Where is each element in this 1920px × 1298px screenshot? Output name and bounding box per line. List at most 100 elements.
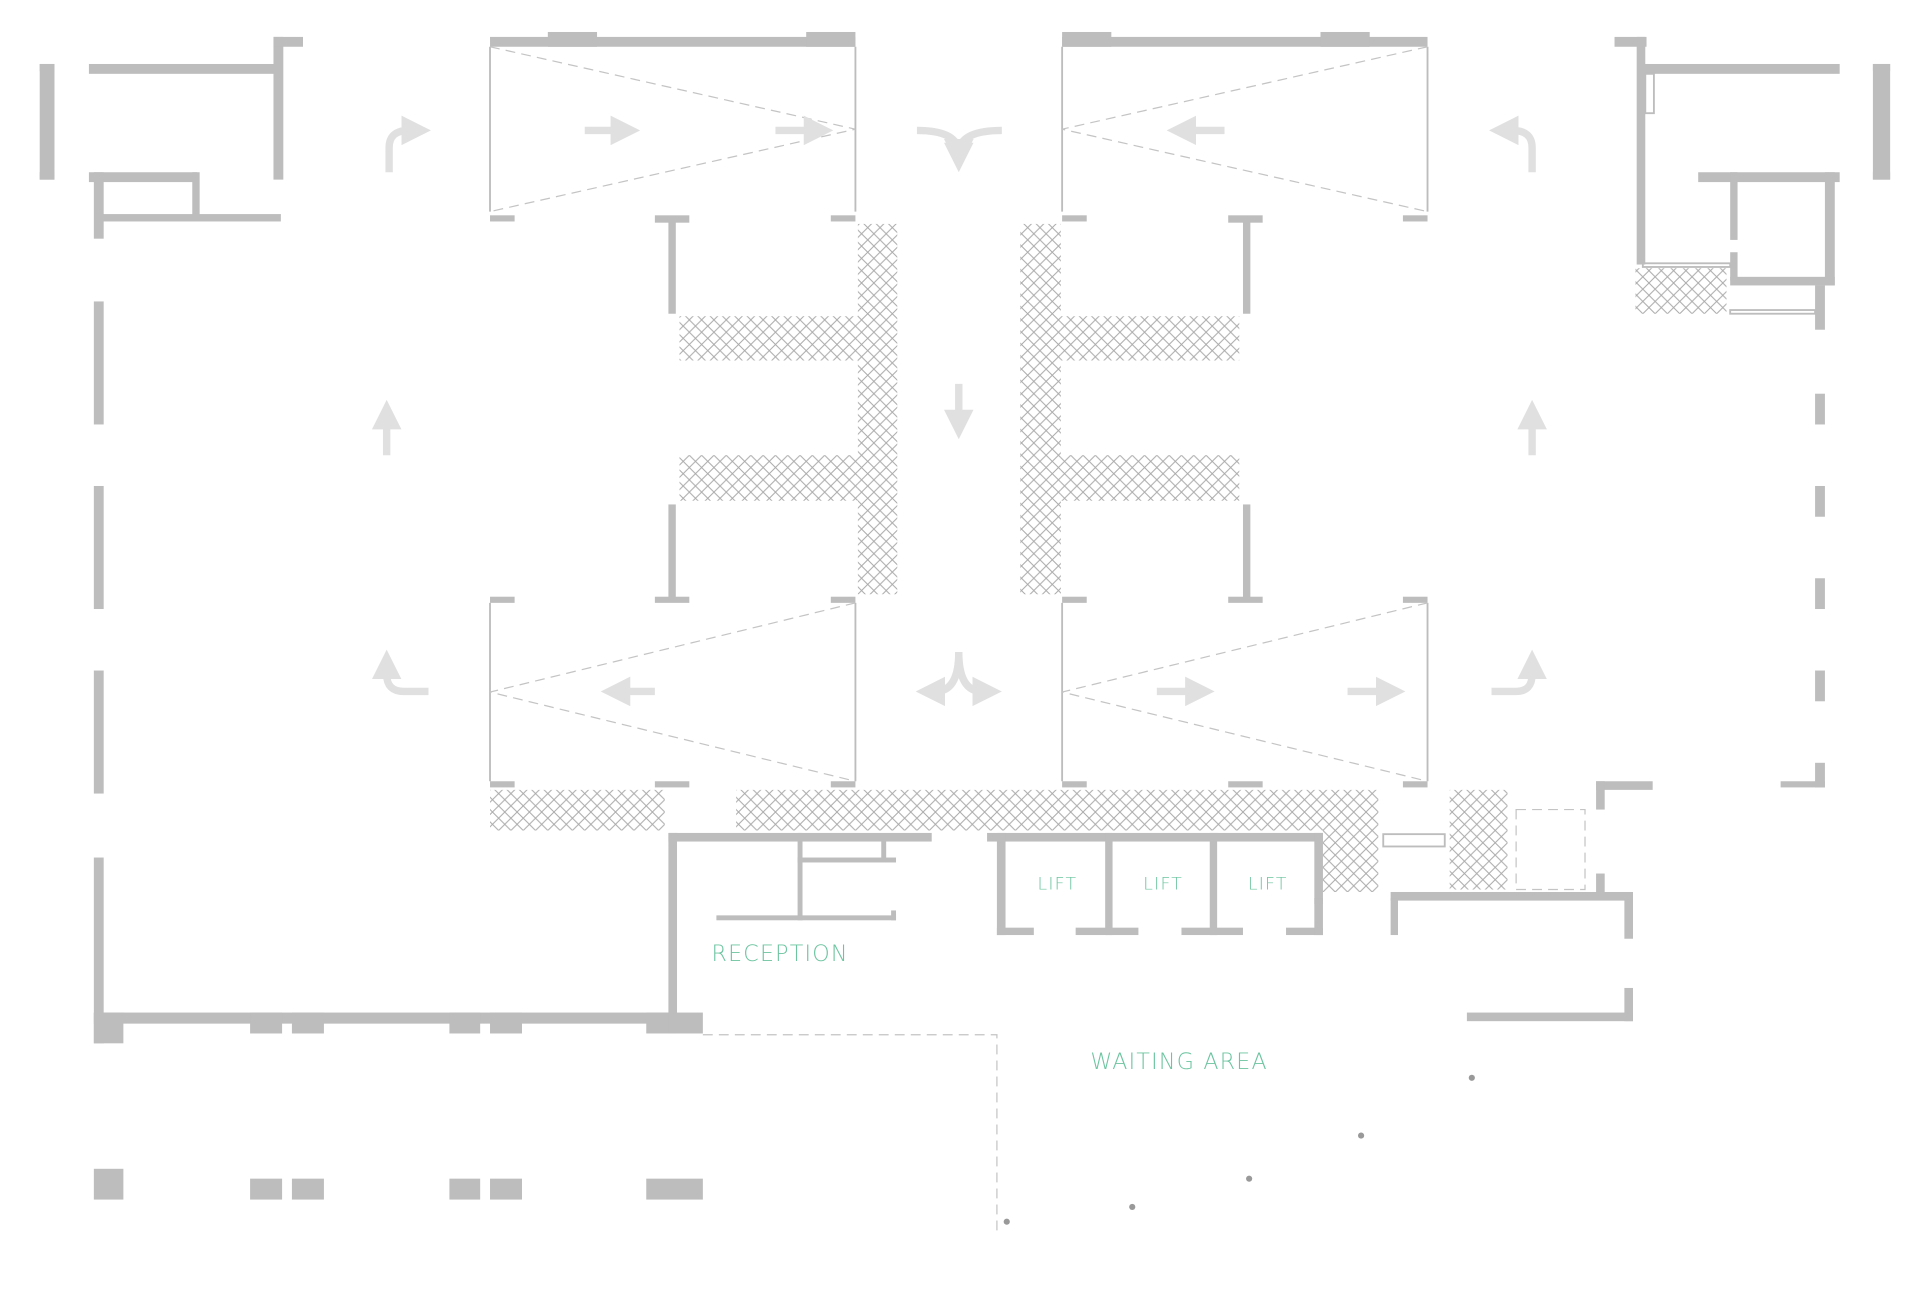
wall (1815, 485, 1825, 517)
wall (1730, 276, 1835, 286)
wall (449, 1012, 481, 1034)
column-dot (1003, 1218, 1010, 1225)
bay-diagonal (1061, 46, 1428, 213)
waiting-area-label: WAITING AREA (1090, 1049, 1267, 1075)
wall (449, 1178, 481, 1200)
lift-label-1: LIFT (1038, 875, 1078, 895)
wall (1730, 172, 1738, 240)
wall (891, 910, 897, 921)
wall (881, 836, 887, 862)
bay-edge (489, 602, 857, 782)
wall (273, 36, 284, 180)
waiting-area-columns (1003, 1074, 1475, 1225)
wall (1614, 36, 1647, 47)
wall (668, 832, 678, 1034)
wall (1062, 31, 1112, 47)
wall (830, 781, 856, 788)
wall (654, 781, 690, 788)
wall (1815, 670, 1825, 702)
arrow-icon (385, 115, 431, 173)
column-dot (1468, 1074, 1475, 1081)
wall (830, 596, 856, 603)
arrow-icon (915, 652, 963, 707)
wall (830, 215, 856, 222)
arrow-icon (944, 126, 1002, 169)
wall (987, 832, 1323, 842)
wall (1815, 393, 1825, 425)
hatched-area (1322, 830, 1379, 892)
arrow-icon (1489, 115, 1536, 173)
hatched-area (1449, 789, 1508, 890)
wall (646, 1178, 703, 1200)
column-dot (1129, 1203, 1136, 1211)
wall (1780, 781, 1825, 788)
wall (1636, 36, 1646, 265)
wall (88, 63, 281, 74)
wall (1872, 63, 1891, 180)
wall (250, 1178, 283, 1200)
wall (1402, 781, 1428, 788)
wall (797, 857, 897, 863)
column-dot (1246, 1175, 1253, 1182)
wall (1815, 285, 1825, 330)
wall (93, 1168, 124, 1200)
wall (1062, 36, 1428, 47)
wall (806, 31, 856, 47)
wall (1698, 172, 1840, 183)
wall (39, 63, 55, 180)
wall (1286, 927, 1323, 936)
wall (192, 172, 200, 219)
wall (1824, 172, 1835, 286)
wall (291, 1178, 324, 1200)
wall (1872, 63, 1891, 72)
partition (1644, 72, 1655, 115)
wall (1390, 891, 1631, 901)
wall (250, 1012, 283, 1034)
arrow-icon (955, 652, 1002, 707)
parking-bays (489, 46, 1429, 782)
hatched-area (1060, 316, 1240, 361)
wall (1320, 31, 1370, 47)
wall (1075, 927, 1139, 936)
wall (88, 172, 198, 183)
bay-diagonal (1061, 602, 1428, 782)
walls (39, 31, 1891, 1200)
storage-outline (1515, 808, 1586, 891)
column-dot (1358, 1132, 1365, 1139)
wall (547, 31, 598, 47)
wall (1062, 781, 1087, 788)
arrow-icon (916, 126, 974, 173)
wall (1228, 596, 1263, 603)
wall (797, 832, 803, 921)
hatched-area (679, 455, 858, 501)
wall (1402, 215, 1428, 222)
lift-label-2: LIFT (1143, 875, 1183, 895)
hatched-area (679, 316, 858, 361)
wall (1242, 504, 1251, 600)
wall (93, 485, 104, 610)
wall (1314, 832, 1323, 905)
wall (1402, 596, 1428, 603)
wall (273, 36, 304, 47)
wall (1815, 762, 1825, 788)
wall (93, 172, 104, 239)
wall (93, 301, 104, 425)
wall (1872, 172, 1891, 180)
wall (39, 63, 55, 72)
wall (490, 1178, 523, 1200)
arrow-icon (371, 649, 429, 696)
bay-edge (1061, 46, 1429, 212)
wall (996, 927, 1034, 936)
wall (1730, 252, 1738, 281)
hatched-area (1635, 268, 1727, 314)
wall (1062, 596, 1087, 603)
wall (39, 172, 55, 180)
wall (1314, 898, 1323, 936)
hatched-area (857, 223, 898, 595)
wall (1642, 63, 1840, 74)
bay-diagonal (489, 46, 856, 213)
wall (93, 1012, 671, 1024)
hatched-area (1020, 223, 1061, 595)
wall (1390, 898, 1398, 936)
